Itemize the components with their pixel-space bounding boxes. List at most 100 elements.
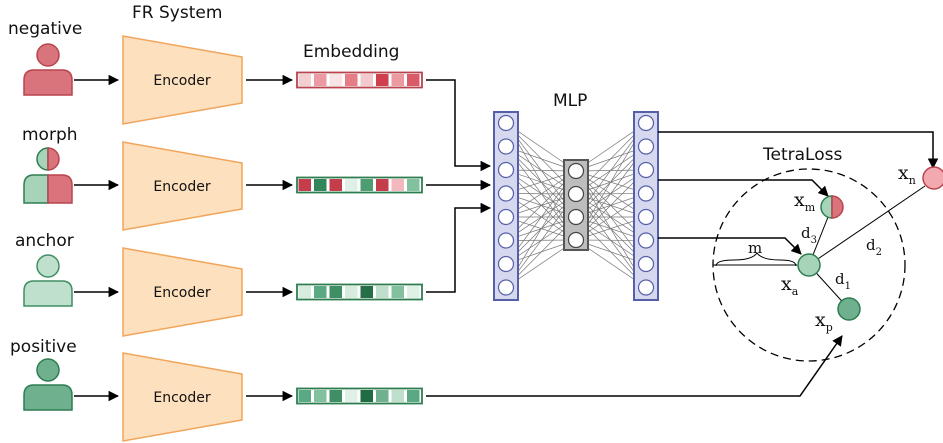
mlp-neurons <box>497 114 655 296</box>
encoder-label: Encoder <box>153 285 210 301</box>
mlp-bottleneck-neuron <box>567 208 585 226</box>
mlp-input-neuron <box>497 114 515 132</box>
mlp-input-neuron <box>497 279 515 296</box>
mlp-output-neuron <box>637 208 655 226</box>
arrow-negative-to-mlp <box>426 79 492 172</box>
positive-point <box>837 297 861 321</box>
arrow-mlp-to-xn <box>658 131 939 170</box>
mlp-input-neuron <box>497 161 515 179</box>
mlp-output-neuron <box>637 185 655 202</box>
embedding-cell <box>328 285 343 299</box>
embedding-label: Embedding <box>303 42 399 62</box>
anchor-label: anchor <box>15 231 74 251</box>
tetraloss-label: TetraLoss <box>762 145 842 165</box>
embedding-cell <box>359 285 374 299</box>
embedding-cell <box>359 73 374 87</box>
positive-label: positive <box>10 337 77 357</box>
embedding-cell <box>344 73 359 87</box>
d2-label: d2 <box>866 236 882 258</box>
encoder-label: Encoder <box>153 179 210 195</box>
morph-point <box>820 195 844 219</box>
arrow-positive-to-xp <box>426 335 843 397</box>
embedding-cell <box>328 178 343 192</box>
mlp-output-neuron <box>637 161 655 179</box>
mlp-output-neuron <box>637 114 655 132</box>
embedding-cell <box>375 389 390 403</box>
mlp-input-neuron <box>497 232 515 249</box>
embedding-cell <box>359 178 374 192</box>
mlp-output-neuron <box>637 279 655 296</box>
embedding-cell <box>375 73 390 87</box>
embedding-cell <box>297 178 312 192</box>
encoder-anchor: Encoder <box>122 247 243 337</box>
embedding-cell <box>390 178 405 192</box>
embedding-cell <box>344 389 359 403</box>
morph-label: morph <box>22 125 78 145</box>
negative-point <box>922 166 943 190</box>
negative-person-icon <box>23 43 73 96</box>
mlp-output-neuron <box>637 255 655 273</box>
mlp-input-neuron <box>497 208 515 226</box>
embedding-cell <box>344 178 359 192</box>
mlp-input-neuron <box>497 138 515 155</box>
embedding-cell <box>313 389 328 403</box>
embedding-border <box>296 71 423 89</box>
embedding-cell <box>297 389 312 403</box>
embedding-cell <box>406 73 421 87</box>
margin-label: m <box>748 239 762 257</box>
embedding-cell <box>359 389 374 403</box>
distance-d2-line <box>808 185 926 266</box>
mlp-output-neuron <box>637 138 655 155</box>
d1-label: d1 <box>835 270 851 292</box>
embedding-border <box>296 176 423 194</box>
embedding-vector-positive <box>296 387 423 405</box>
embedding-cell <box>390 389 405 403</box>
encoder-label: Encoder <box>153 390 210 406</box>
embedding-vector-anchor <box>296 283 423 301</box>
embedding-vector-negative <box>296 71 423 89</box>
embedding-cell <box>375 178 390 192</box>
embedding-cell <box>297 285 312 299</box>
mlp-bottleneck-neuron <box>567 162 585 180</box>
embedding-vector-morph <box>296 176 423 194</box>
embedding-cell <box>313 178 328 192</box>
fr-system-label: FR System <box>132 3 222 23</box>
embedding-border <box>296 387 423 405</box>
embedding-cell <box>313 285 328 299</box>
xp-label: xp <box>815 309 833 334</box>
mlp-output-neuron <box>637 232 655 249</box>
embedding-cell <box>390 285 405 299</box>
mlp-bottleneck-neuron <box>567 231 585 249</box>
arrow-anchor-to-mlp <box>426 202 492 293</box>
embedding-cell <box>328 73 343 87</box>
embedding-cell <box>406 389 421 403</box>
arrow-mlp-to-xa <box>658 237 802 255</box>
xa-label: xa <box>781 273 799 298</box>
d3-label: d3 <box>801 224 817 246</box>
embedding-cell <box>406 178 421 192</box>
mlp-label: MLP <box>553 91 587 111</box>
embedding-cell <box>313 73 328 87</box>
embedding-cell <box>406 285 421 299</box>
encoder-positive: Encoder <box>122 352 243 442</box>
mlp-input-neuron <box>497 255 515 273</box>
xm-label: xm <box>794 189 816 214</box>
morph-person-icon <box>23 147 73 204</box>
embedding-cell <box>297 73 312 87</box>
embedding-cell <box>390 73 405 87</box>
encoder-label: Encoder <box>153 73 210 89</box>
anchor-person-icon <box>23 254 73 307</box>
mlp-bottleneck-neuron <box>567 185 585 203</box>
embedding-border <box>296 283 423 301</box>
encoder-negative: Encoder <box>122 35 243 125</box>
embedding-cell <box>375 285 390 299</box>
mlp-input-neuron <box>497 185 515 202</box>
encoder-morph: Encoder <box>122 141 243 231</box>
anchor-point <box>797 253 821 277</box>
positive-person-icon <box>23 358 73 411</box>
margin-brace <box>715 252 797 267</box>
embedding-cell <box>328 389 343 403</box>
arrow-mlp-to-xm <box>658 179 829 197</box>
negative-label: negative <box>8 19 82 39</box>
